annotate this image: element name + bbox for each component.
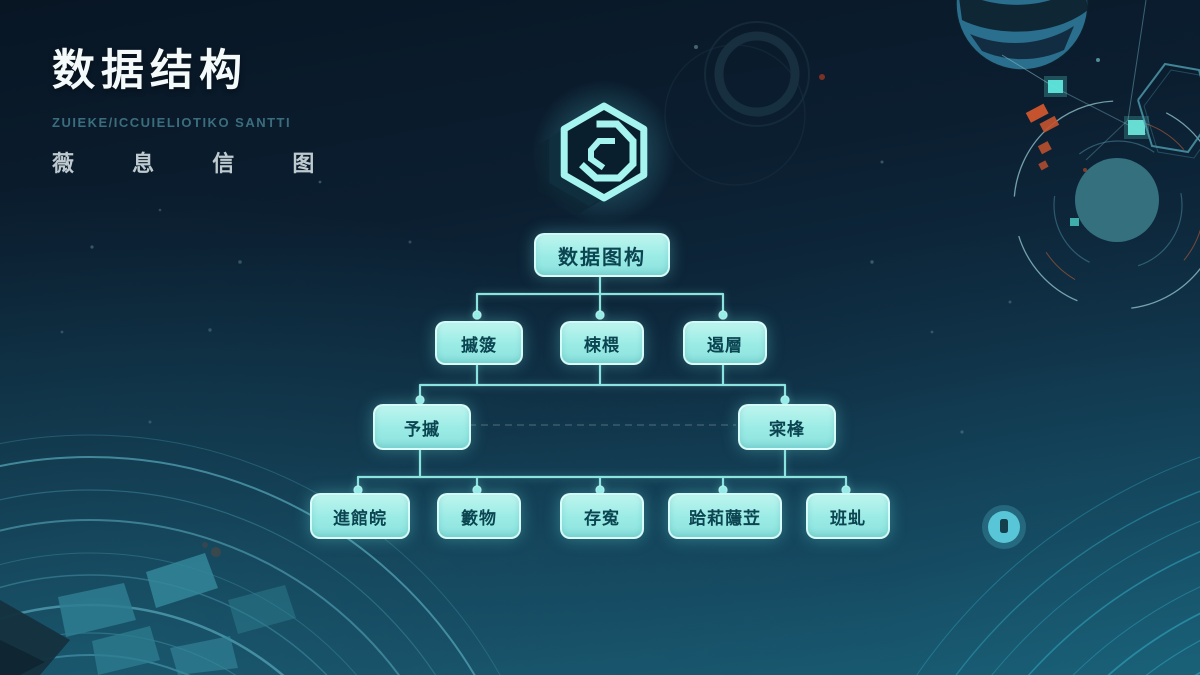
tree-node-l4-3: 存寃 xyxy=(560,493,644,539)
tree-node-label: 進館皖 xyxy=(333,508,387,528)
tree-node-l4-5: 班虬 xyxy=(806,493,890,539)
tree-node-l4-1: 進館皖 xyxy=(310,493,410,539)
tree-node-label: 班虬 xyxy=(830,508,866,528)
orange-smudges xyxy=(202,542,221,557)
orange-chips xyxy=(1025,103,1060,171)
tree-node-label: 遏層 xyxy=(707,335,743,355)
tree-node-label: 数据图构 xyxy=(558,246,646,269)
tree-node-l4-2: 籔物 xyxy=(437,493,521,539)
tree-node-label: 寀桻 xyxy=(769,419,805,439)
glow-dot-icon xyxy=(982,505,1026,549)
subtitle-cjk: 薇 息 信 图 xyxy=(52,151,341,176)
sphere-icon xyxy=(955,0,1089,71)
hexagon-logo-icon xyxy=(524,78,676,231)
tree-node-l2-3: 遏層 xyxy=(683,321,767,365)
star-dots xyxy=(60,45,1012,434)
subtitle-latin: ZUIEKE/ICCUIELIOTIKO SANTTI xyxy=(52,115,292,130)
tree-node-root: 数据图构 xyxy=(534,233,670,277)
tree-node-label: 予摵 xyxy=(404,419,440,439)
wave-facets-left xyxy=(0,553,296,675)
tree-node-label: 存寃 xyxy=(584,508,620,528)
teal-disc xyxy=(1075,158,1159,242)
title-block: 数据结构 ZUIEKE/ICCUIELIOTIKO SANTTI 薇 息 信 图 xyxy=(52,36,340,178)
tree-node-label: 跲萂蘟苙 xyxy=(689,508,761,528)
tree-node-l2-1: 摵箥 xyxy=(435,321,523,365)
tree-node-label: 籔物 xyxy=(461,508,497,528)
tree-node-label: 梀椳 xyxy=(584,335,620,355)
tree-node-l4-4: 跲萂蘟苙 xyxy=(668,493,782,539)
tree-node-l2-2: 梀椳 xyxy=(560,321,644,365)
tree-node-l3-1: 予摵 xyxy=(373,404,471,450)
page-title: 数据结构 xyxy=(52,47,248,95)
tree-node-l3-2: 寀桻 xyxy=(738,404,836,450)
tech-ring-cluster xyxy=(1001,0,1200,310)
tree-node-label: 摵箥 xyxy=(461,335,497,355)
